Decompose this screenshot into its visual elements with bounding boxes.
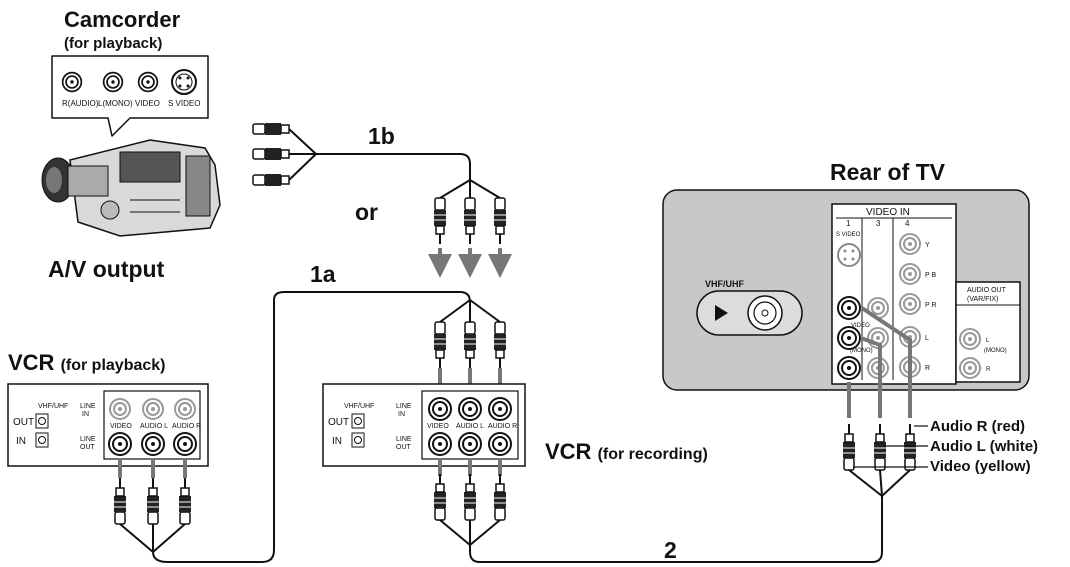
camcorder-illustration bbox=[41, 139, 221, 237]
tv-video-jack-label: VIDEO bbox=[851, 323, 870, 329]
vcr-recording-video-label: VIDEO bbox=[427, 423, 449, 430]
tv-y-label: Y bbox=[925, 242, 930, 249]
vcr-playback-in-label: IN bbox=[16, 436, 26, 447]
camcorder-title: Camcorder bbox=[64, 7, 181, 32]
vcr-recording-audio-r-label: AUDIO R bbox=[488, 423, 517, 430]
vcr-playback-audio-l-label: AUDIO L bbox=[140, 423, 168, 430]
tv-col1-label: 1 bbox=[846, 219, 851, 228]
vcr-recording-line-out-label: LINE bbox=[396, 436, 412, 443]
vcr-recording-out-label: OUT bbox=[328, 417, 349, 428]
vcr-recording-line-in-label-2: IN bbox=[398, 411, 405, 418]
tv-audio-r-1-jack bbox=[837, 356, 861, 380]
tv-pr-label: P R bbox=[925, 302, 937, 309]
cable-1a-playback-end bbox=[113, 458, 192, 553]
play-icon bbox=[715, 305, 728, 321]
vcr-recording-audio-l-label: AUDIO L bbox=[456, 423, 484, 430]
vcr-recording-video-in-jack bbox=[428, 397, 452, 421]
cable-2-label: 2 bbox=[664, 537, 677, 563]
or-label: or bbox=[355, 199, 378, 225]
vcr-playback-audio-r-out-jack bbox=[173, 432, 197, 456]
camcorder-jack-l-label: L(MONO) bbox=[98, 99, 133, 108]
tv-title: Rear of TV bbox=[830, 159, 946, 185]
vcr-recording-line-in-label: LINE bbox=[396, 403, 412, 410]
vcr-playback-vhf-label: VHF/UHF bbox=[38, 403, 68, 410]
tv-mono-label: (MONO) bbox=[850, 348, 873, 354]
vcr-recording-video-out-jack bbox=[428, 432, 452, 456]
camcorder-jack-video-label: VIDEO bbox=[135, 99, 160, 108]
cable-1b-arrows bbox=[428, 248, 512, 278]
callout-audio-l: Audio L (white) bbox=[930, 438, 1038, 455]
vcr-playback-line-in-label-2: IN bbox=[82, 411, 89, 418]
vcr-playback-line-in-label: LINE bbox=[80, 403, 96, 410]
camcorder-output-label: A/V output bbox=[48, 256, 165, 282]
vcr-recording-panel: VHF/UHF OUT IN LINE IN LINE OUT VIDEO AU… bbox=[322, 383, 526, 467]
vcr-playback-out-label: OUT bbox=[13, 417, 34, 428]
tv-rear-panel: VHF/UHF VIDEO IN 1 3 4 S VIDEO Y P B P R… bbox=[662, 189, 1030, 391]
cable-1b bbox=[252, 122, 507, 245]
tv-audio-out-mode-label: (VAR/FIX) bbox=[967, 296, 998, 303]
vcr-recording-vhf-label: VHF/UHF bbox=[344, 403, 374, 410]
tv-video-in-label: VIDEO IN bbox=[866, 207, 910, 218]
camcorder-audio-r-jack bbox=[61, 71, 83, 93]
camcorder-audio-l-jack bbox=[102, 71, 124, 93]
tv-pb-label: P B bbox=[925, 272, 936, 279]
vcr-playback-audio-r-label: AUDIO R bbox=[172, 423, 201, 430]
callout-lines bbox=[853, 425, 928, 468]
cable-1b-label: 1b bbox=[368, 123, 395, 149]
camcorder-jack-panel: R(AUDIO) L(MONO) VIDEO S VIDEO bbox=[51, 55, 209, 137]
cable-2 bbox=[433, 423, 917, 563]
tv-r-label: R bbox=[925, 365, 930, 372]
camcorder-subtitle: (for playback) bbox=[64, 35, 162, 52]
tv-audio-l-1-jack bbox=[837, 326, 861, 350]
vcr-recording-audio-l-out-jack bbox=[458, 432, 482, 456]
camcorder-svideo-jack bbox=[171, 69, 197, 95]
camcorder-jack-r-label: R(AUDIO) bbox=[62, 99, 99, 108]
vcr-playback-line-out-label: LINE bbox=[80, 436, 96, 443]
vcr-playback-video-label: VIDEO bbox=[110, 423, 132, 430]
tv-input-cables bbox=[847, 306, 912, 418]
tv-audio-out-r-label: R bbox=[986, 367, 991, 373]
vcr-playback-panel: VHF/UHF OUT IN LINE IN LINE OUT VIDEO AU… bbox=[7, 383, 209, 467]
vcr-playback-video-out-jack bbox=[108, 432, 132, 456]
vcr-recording-audio-r-out-jack bbox=[488, 432, 512, 456]
vcr-recording-audio-l-in-jack bbox=[458, 397, 482, 421]
camcorder-jack-svideo-label: S VIDEO bbox=[168, 99, 200, 108]
tv-audio-out-label: AUDIO OUT bbox=[967, 287, 1007, 294]
tv-l-label: L bbox=[925, 335, 929, 342]
tv-audio-out-mono-label: (MONO) bbox=[984, 348, 1007, 354]
vcr-recording-audio-r-in-jack bbox=[488, 397, 512, 421]
tv-video-1-jack bbox=[837, 296, 861, 320]
vcr-recording-line-out-label-2: OUT bbox=[396, 444, 412, 451]
tv-col3-label: 3 bbox=[876, 219, 881, 228]
vcr-playback-line-out-label-2: OUT bbox=[80, 444, 96, 451]
vcr-recording-in-label: IN bbox=[332, 436, 342, 447]
callout-audio-r: Audio R (red) bbox=[930, 418, 1025, 435]
tv-audio-out-l-label: L bbox=[986, 338, 990, 344]
vcr-playback-title: VCR (for playback) bbox=[8, 350, 166, 375]
vcr-playback-audio-l-out-jack bbox=[141, 432, 165, 456]
cable-1a-label: 1a bbox=[310, 261, 336, 287]
tv-svideo-label: S VIDEO bbox=[836, 232, 861, 238]
tv-col4-label: 4 bbox=[905, 219, 910, 228]
vcr-recording-title: VCR (for recording) bbox=[545, 439, 708, 464]
camcorder-video-jack bbox=[137, 71, 159, 93]
callout-video: Video (yellow) bbox=[930, 458, 1031, 475]
tv-vhf-label: VHF/UHF bbox=[705, 279, 744, 289]
